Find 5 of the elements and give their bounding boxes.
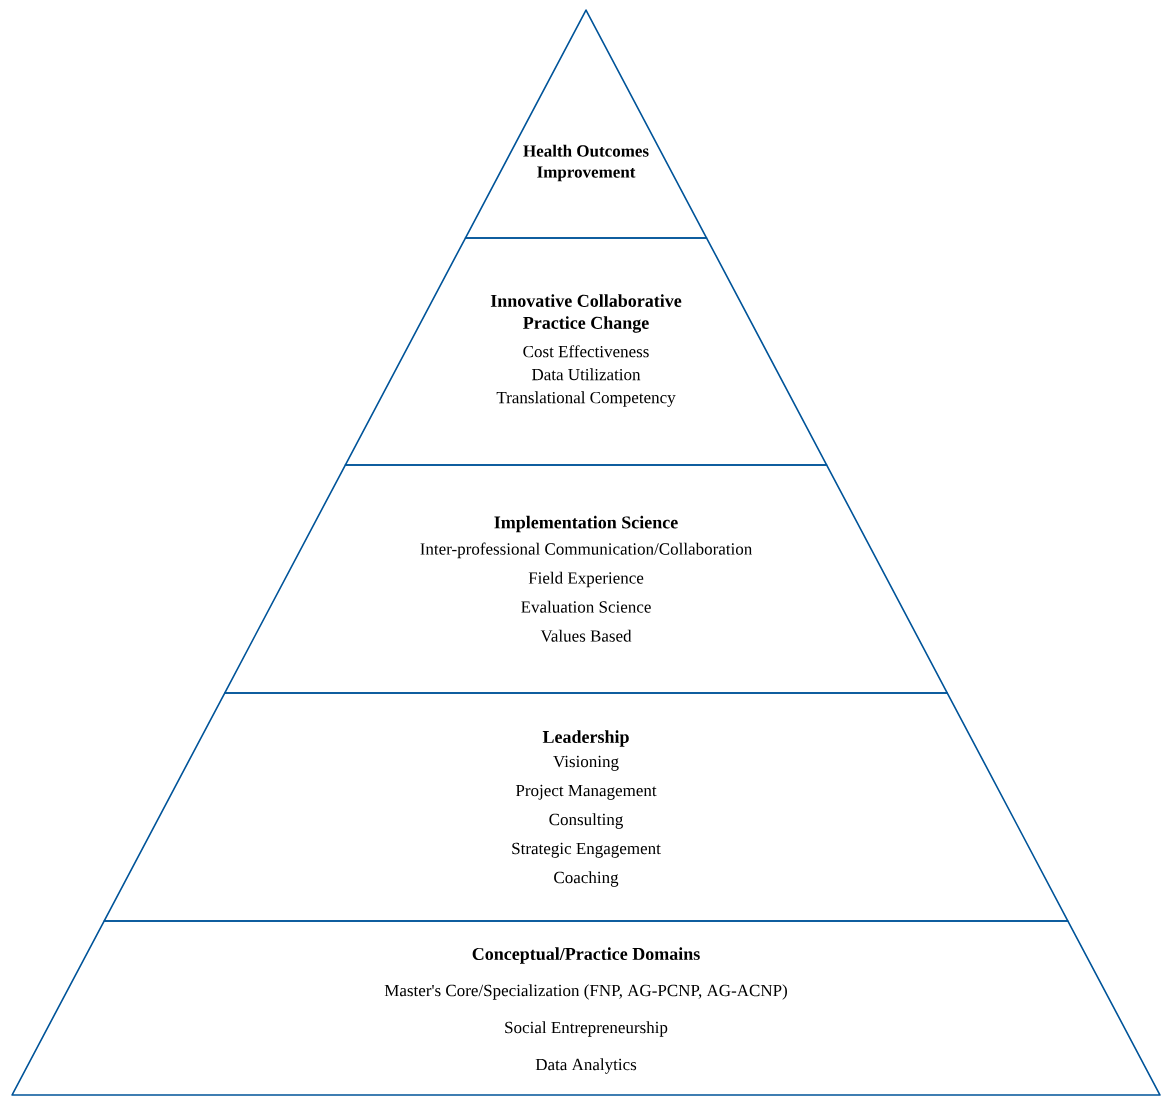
pyramid-band: Health Outcomes Improvement: [464, 9, 708, 239]
pyramid-band: Innovative Collaborative Practice Change Cost Effectiveness Data Utilization Translational Competency: [344, 237, 828, 466]
pyramid-band: Implementation Science Inter-professional Communication/Collaboration Field Experience Evaluation Science Values Based: [223, 464, 949, 694]
pyramid-band: Leadership Visioning Project Management Consulting Strategic Engagement Coaching: [103, 692, 1069, 922]
pyramid-band: Conceptual/Practice Domains Master's Core/Specialization (FNP, AG-PCNP, AG-ACNP) Social Entrepreneurship Data Analytics: [11, 920, 1161, 1096]
